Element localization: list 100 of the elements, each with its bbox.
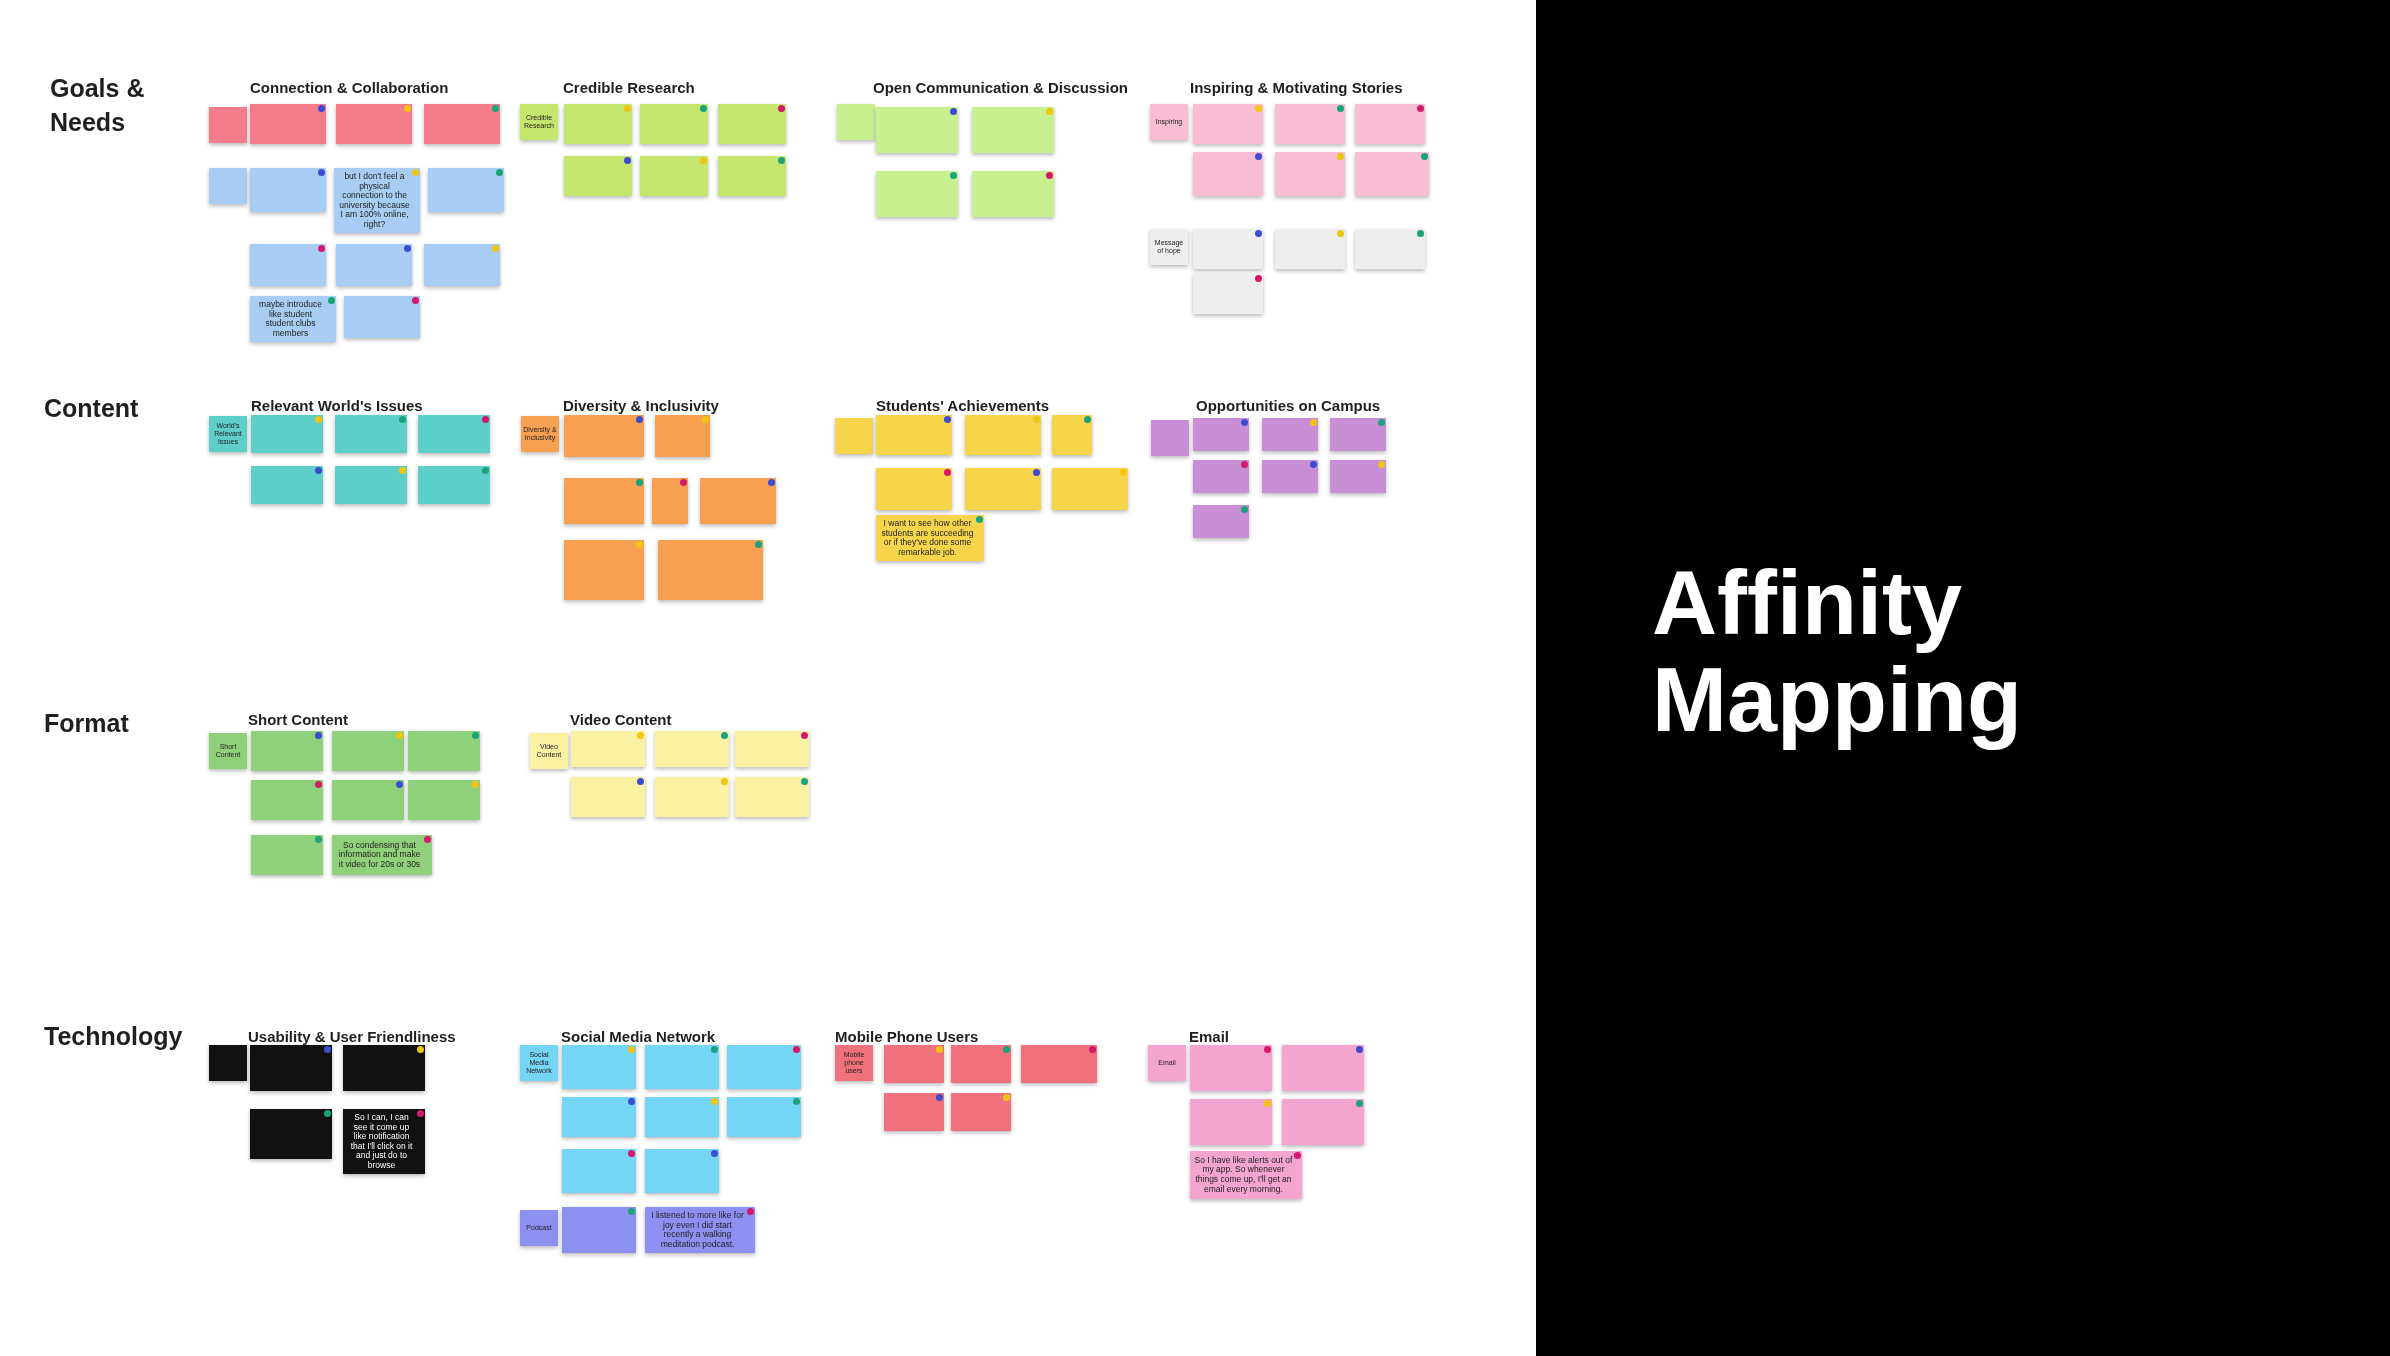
sticky-note	[640, 156, 708, 196]
sticky-note	[1275, 104, 1345, 144]
sticky-note	[718, 104, 786, 144]
sticky-note	[336, 104, 412, 144]
sticky-note	[972, 171, 1054, 217]
sticky-note	[1193, 104, 1263, 144]
sticky-note	[965, 415, 1041, 455]
sticky-note	[735, 777, 809, 817]
sticky-note	[344, 296, 420, 338]
note-text: maybe introduce like student student clubs members	[258, 300, 323, 339]
cluster-heading: Credible Research	[563, 79, 695, 96]
sticky-note	[1355, 229, 1425, 269]
sticky-note	[1355, 152, 1429, 196]
note-text: So I have like alerts out of my app. So whenever things come up, I'll get an email every morning.	[1194, 1155, 1293, 1195]
sticky-note	[250, 244, 326, 286]
sticky-note	[718, 156, 786, 196]
sticky-note	[645, 1207, 755, 1254]
sticky-note	[655, 777, 729, 817]
category-sticky-note	[837, 104, 875, 140]
sticky-note	[562, 1149, 636, 1193]
cluster-heading: Mobile Phone Users	[835, 1028, 979, 1045]
sticky-note	[408, 780, 480, 820]
sticky-note	[876, 171, 958, 217]
sticky-note	[727, 1045, 801, 1089]
category-sticky-note	[835, 418, 873, 454]
sticky-note	[876, 515, 984, 562]
sticky-note	[408, 731, 480, 771]
sticky-note	[562, 1097, 636, 1137]
category-sticky-note	[209, 1045, 247, 1081]
cluster-heading: Inspiring & Motivating Stories	[1190, 79, 1403, 96]
category-sticky-note	[209, 107, 247, 143]
sticky-note	[332, 731, 404, 771]
cluster-heading: Connection & Collaboration	[250, 79, 449, 96]
cluster-heading: Diversity & Inclusivity	[563, 397, 719, 414]
sticky-note	[428, 168, 504, 212]
sticky-note	[335, 466, 407, 504]
sticky-note	[1262, 418, 1318, 451]
category-heading: Goals & Needs	[50, 73, 146, 138]
cluster-heading: Open Communication & Discussion	[873, 79, 1129, 96]
sticky-note	[343, 1045, 425, 1091]
cluster-heading: Social Media Network	[561, 1028, 716, 1045]
sticky-note	[571, 777, 645, 817]
category-sticky-note	[209, 733, 247, 769]
sticky-note	[1282, 1099, 1364, 1145]
sticky-note	[655, 731, 729, 767]
category-sticky-note	[1148, 1045, 1186, 1081]
sticky-note	[1275, 229, 1345, 269]
sticky-note	[655, 415, 710, 457]
sticky-note	[1193, 418, 1249, 451]
sticky-note	[1052, 415, 1092, 455]
cluster-heading: Short Content	[248, 711, 348, 728]
sticky-note	[1275, 152, 1345, 196]
sticky-note	[735, 731, 809, 767]
sticky-note	[884, 1045, 944, 1083]
cluster-heading: Opportunities on Campus	[1196, 397, 1381, 414]
sticky-note	[951, 1093, 1011, 1131]
cluster-heading: Relevant World's Issues	[251, 397, 423, 414]
cluster-heading: Students' Achievements	[876, 397, 1050, 414]
sticky-note	[343, 1109, 425, 1175]
sticky-note	[1282, 1045, 1364, 1091]
sticky-note	[876, 415, 952, 455]
sticky-note	[1262, 460, 1318, 493]
sticky-note	[727, 1097, 801, 1137]
sticky-note	[1052, 468, 1128, 510]
sticky-note	[1193, 274, 1263, 314]
note-text: I want to see how other students are succeeding or if they've done some remarkable job.	[880, 519, 975, 558]
cluster-heading: Video Content	[570, 711, 672, 728]
sticky-note	[1355, 104, 1425, 144]
sticky-note	[658, 540, 763, 600]
note-text: I listened to more like for joy even I did start recently a walking meditation podcast.	[650, 1211, 745, 1250]
category-sticky-note	[530, 733, 568, 769]
sticky-note	[1193, 152, 1263, 196]
sticky-note	[562, 1207, 636, 1253]
sticky-note	[571, 731, 645, 767]
category-sticky-note	[209, 168, 247, 204]
sticky-note	[424, 104, 500, 144]
category-sticky-note	[520, 104, 558, 140]
category-heading: Format	[44, 708, 130, 739]
sticky-note	[251, 466, 323, 504]
sticky-note	[564, 540, 644, 600]
category-sticky-note	[520, 1210, 558, 1246]
sticky-note	[251, 415, 323, 453]
category-sticky-note	[835, 1045, 873, 1081]
sticky-note	[424, 244, 500, 286]
category-sticky-note	[521, 416, 559, 452]
sticky-note	[251, 731, 323, 771]
sticky-note	[1193, 505, 1249, 538]
category-heading: Content	[44, 393, 140, 424]
sticky-note	[645, 1149, 719, 1193]
note-text: but I don't feel a physical connection to the university because I am 100% online, right?	[338, 172, 411, 230]
sticky-note	[332, 835, 432, 875]
sticky-note	[1190, 1151, 1302, 1199]
sticky-note	[251, 780, 323, 820]
title: Affinity Mapping	[1652, 555, 2023, 750]
sticky-note	[250, 1109, 332, 1159]
sticky-note	[250, 168, 326, 212]
sticky-note	[645, 1045, 719, 1089]
sticky-note	[640, 104, 708, 144]
note-text: So I can, I can see it come up like notification that I'll click on it and just do to browse	[349, 1113, 414, 1171]
sticky-note	[884, 1093, 944, 1131]
